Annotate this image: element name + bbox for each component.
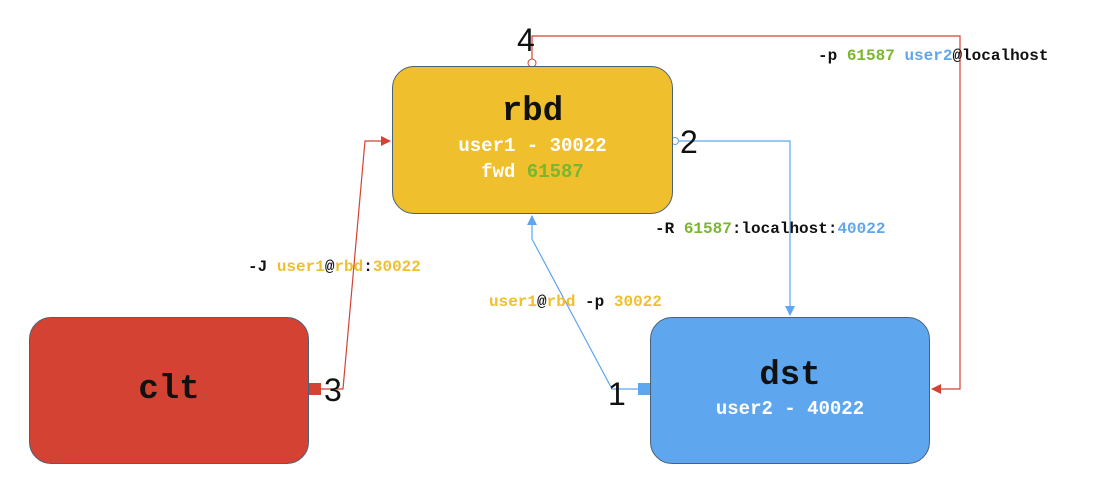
- edge-label-clt-at: @: [324, 258, 335, 276]
- edge-label-pflag: -p: [818, 47, 838, 65]
- node-dst-title: dst: [759, 356, 821, 395]
- edge-label-clt-port: 30022: [372, 258, 421, 276]
- node-dst[interactable]: dst user2 - 40022: [650, 317, 930, 464]
- edge-label-clt-flag: -J: [248, 258, 268, 276]
- edge-label-dst-host: rbd: [546, 293, 576, 311]
- port-1-nub: [638, 383, 650, 395]
- edge-clt-to-rbd: [321, 136, 391, 390]
- edge-label-dst-to-rbd: user1@rbd -p 30022: [489, 294, 662, 310]
- edge-label-dst-flag: -p: [585, 293, 605, 311]
- edge-dst-to-rbd: [527, 215, 638, 390]
- node-rbd-user-line: user1 - 30022: [458, 135, 607, 158]
- edge-label-dst-user: user1: [489, 293, 538, 311]
- edge-label-clt-host: rbd: [334, 258, 364, 276]
- node-rbd-fwd-line: fwd 61587: [481, 160, 584, 186]
- port-label-4: 4: [517, 22, 535, 58]
- node-rbd-fwd-port: 61587: [526, 160, 584, 183]
- edge-rbd-top-to-dst: [531, 35, 961, 394]
- node-clt-title: clt: [138, 370, 200, 409]
- node-dst-user-line: user2 - 40022: [715, 397, 865, 420]
- edge-label-clt-to-rbd: -J user1@rbd:30022: [248, 259, 421, 275]
- node-clt[interactable]: clt: [29, 317, 309, 464]
- port-label-2: 2: [680, 124, 698, 160]
- edge-label-user2: user2: [904, 47, 953, 65]
- port-3-nub: [309, 383, 321, 395]
- node-rbd-title: rbd: [501, 92, 564, 131]
- port-label-3: 3: [324, 372, 342, 408]
- edge-label-rbd-to-dst: -R 61587:localhost:40022: [655, 221, 885, 237]
- edge-label-localhost: :localhost:: [731, 220, 838, 238]
- edge-label-clt-user: user1: [276, 258, 325, 276]
- node-rbd-fwd-word: fwd: [481, 160, 516, 183]
- edge-label-rbd-top-to-dst: -p 61587 user2@localhost: [818, 48, 1048, 64]
- edge-label-remote-port: 61587: [683, 220, 732, 238]
- edge-label-clt-colon: :: [363, 258, 373, 276]
- edge-label-at-localhost: @localhost: [952, 47, 1049, 65]
- edge-rbd-to-dst: [677, 140, 795, 316]
- edge-label-rflag: -R: [655, 220, 675, 238]
- edge-label-local-port: 40022: [837, 220, 886, 238]
- edge-label-dst-at: @: [537, 293, 547, 311]
- port-label-1: 1: [608, 376, 626, 412]
- edge-label-dst-port: 30022: [613, 293, 662, 311]
- node-rbd[interactable]: rbd user1 - 30022 fwd 61587: [392, 66, 673, 214]
- edge-label-fwd-port: 61587: [846, 47, 895, 65]
